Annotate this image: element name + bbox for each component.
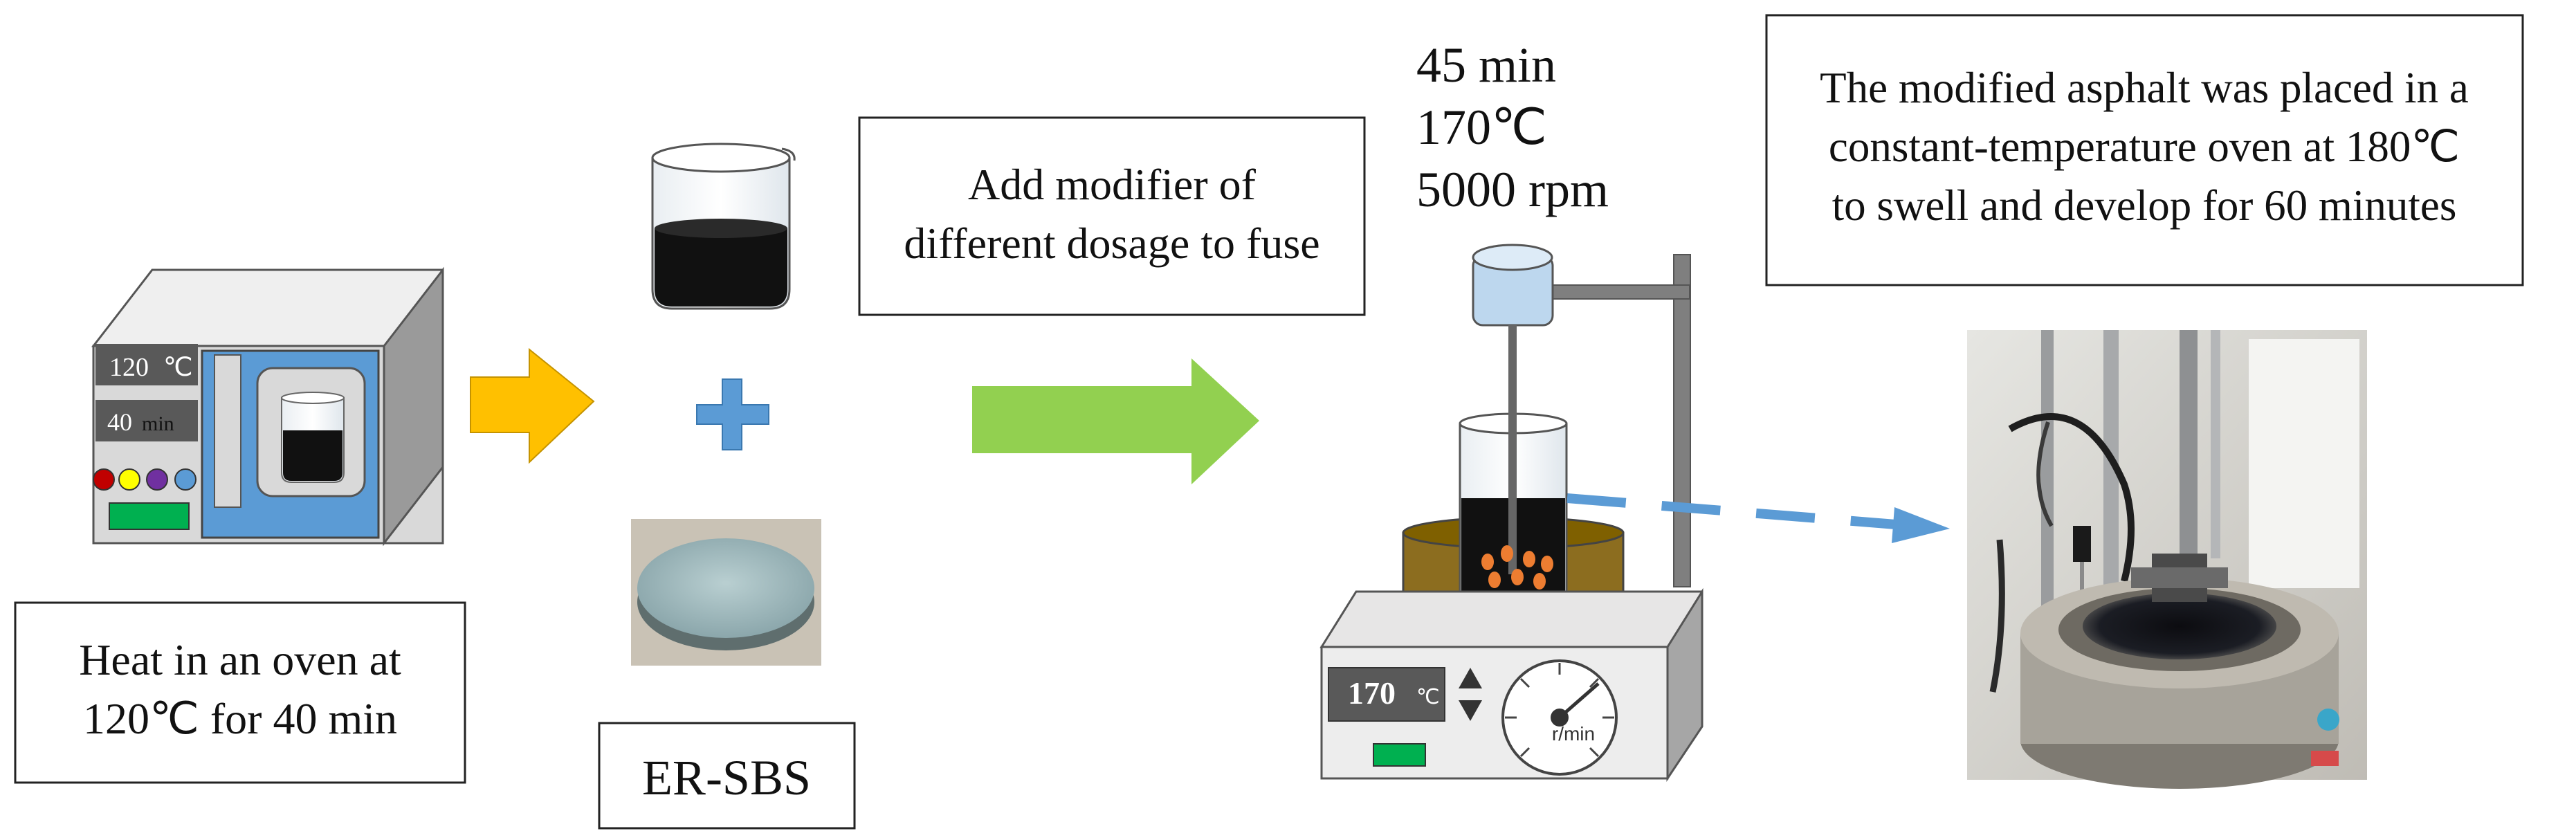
oven-time-value: 40 [107, 408, 132, 436]
oven-illustration [91, 266, 444, 547]
rubber-particle [1541, 556, 1553, 572]
oven-indicator [109, 502, 190, 530]
mixing-speed: 5000 rpm [1416, 162, 1609, 217]
er-sbs-label-box [598, 722, 856, 830]
rubber-particle [1488, 572, 1501, 588]
step3-caption-box [1765, 14, 2524, 286]
speed-dial-icon [1501, 659, 1618, 776]
up-arrow-icon [1459, 668, 1482, 688]
step1-caption-line2: 120℃ for 40 min [83, 694, 397, 743]
stirrer-speed-unit: r/min [1552, 723, 1595, 745]
mixing-temperature: 170℃ [1416, 100, 1547, 155]
green-arrow [972, 358, 1259, 484]
oven-temp-value: 120 [109, 353, 149, 382]
step2-caption-line2: different dosage to fuse [904, 219, 1319, 268]
oven-button-red [93, 468, 115, 491]
step2-caption-line1: Add modifier of [968, 160, 1257, 209]
oven-temp-unit: ℃ [163, 353, 193, 382]
dashed-arrow [1566, 493, 1950, 543]
stirrer-indicator [1373, 743, 1426, 767]
er-sbs-photo [631, 519, 821, 666]
step3-caption-line3: to swell and develop for 60 minutes [1832, 181, 2457, 230]
step3-caption-line2: constant-temperature oven at 180℃ [1829, 122, 2460, 171]
oven-temp-display [95, 344, 198, 385]
plus-icon [696, 378, 769, 450]
stirrer-temp-unit: ℃ [1416, 686, 1440, 709]
swelling-oven-photo [1967, 330, 2367, 789]
rubber-particle [1523, 551, 1535, 567]
oven-button-yellow [118, 468, 140, 491]
shear-mixer-illustration [1319, 244, 1703, 782]
rubber-particle [1501, 545, 1513, 562]
down-arrow-icon [1459, 700, 1482, 721]
er-sbs-label: ER-SBS [642, 750, 811, 805]
oven-time-unit: min [142, 412, 174, 435]
stirrer-temp-value: 170 [1348, 675, 1396, 711]
oven-time-display [95, 400, 198, 441]
mixing-time: 45 min [1416, 37, 1556, 93]
rubber-particle [1481, 554, 1494, 570]
rubber-particle [1511, 569, 1524, 585]
asphalt-beaker [651, 143, 796, 310]
stirrer-display [1328, 667, 1445, 722]
rubber-particle [1533, 573, 1546, 590]
step1-caption-box [14, 601, 466, 784]
step3-caption-line1: The modified asphalt was placed in a [1820, 64, 2469, 112]
oven-button-purple [146, 468, 168, 491]
step2-caption-box [858, 116, 1366, 316]
oven-button-blue [174, 468, 197, 491]
step1-caption-line1: Heat in an oven at [79, 635, 401, 684]
yellow-arrow [470, 347, 595, 464]
